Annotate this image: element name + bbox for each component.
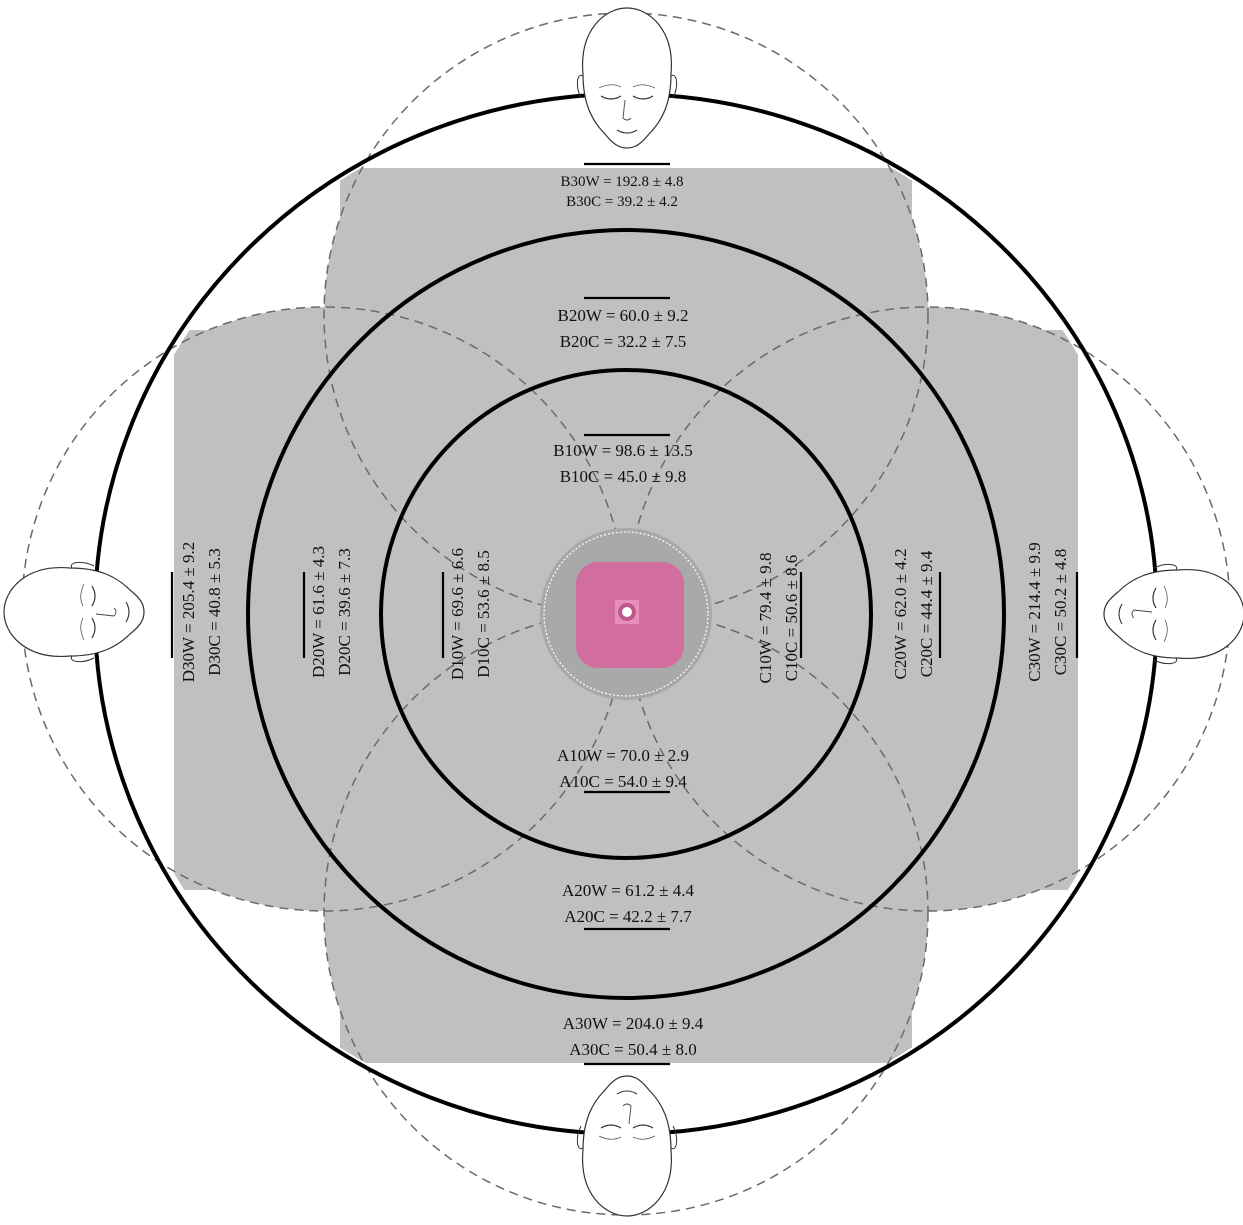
label-b10c: B10C = 45.0 ± 9.8 bbox=[560, 467, 687, 486]
ring-inner bbox=[379, 368, 873, 860]
label-a30c: A30C = 50.4 ± 8.0 bbox=[569, 1040, 697, 1059]
label-c30c: C30C = 50.2 ± 4.8 bbox=[1051, 549, 1070, 676]
label-d20c: D20C = 39.6 ± 7.3 bbox=[335, 548, 354, 676]
label-d30w: D30W = 205.4 ± 9.2 bbox=[179, 542, 198, 682]
label-b10w: B10W = 98.6 ± 13.5 bbox=[553, 441, 693, 460]
label-c10w: C10W = 79.4 ± 9.8 bbox=[756, 553, 775, 684]
label-c30w: C30W = 214.4 ± 9.9 bbox=[1025, 542, 1044, 682]
label-b20c: B20C = 32.2 ± 7.5 bbox=[560, 332, 687, 351]
center-device bbox=[540, 528, 712, 700]
label-a20w: A20W = 61.2 ± 4.4 bbox=[562, 881, 694, 900]
label-d20w: D20W = 61.6 ± 4.3 bbox=[309, 546, 328, 678]
label-a30w: A30W = 204.0 ± 9.4 bbox=[563, 1014, 704, 1033]
ring-middle bbox=[246, 228, 1006, 1000]
label-d10c: D10C = 53.6 ± 8.5 bbox=[474, 550, 493, 678]
label-a10w: A10W = 70.0 ± 2.9 bbox=[557, 746, 689, 765]
label-b20w: B20W = 60.0 ± 9.2 bbox=[558, 306, 689, 325]
label-a10c: A10C = 54.0 ± 9.4 bbox=[559, 772, 687, 791]
label-a20c: A20C = 42.2 ± 7.7 bbox=[564, 907, 692, 926]
label-b30w: B30W = 192.8 ± 4.8 bbox=[560, 174, 683, 190]
label-d30c: D30C = 40.8 ± 5.3 bbox=[205, 548, 224, 676]
overline-marks bbox=[170, 162, 1079, 1066]
label-c20w: C20W = 62.0 ± 4.2 bbox=[891, 549, 910, 680]
label-b30c: B30C = 39.2 ± 4.2 bbox=[566, 194, 678, 210]
label-c10c: C10C = 50.6 ± 8.6 bbox=[782, 555, 801, 682]
label-c20c: C20C = 44.4 ± 9.4 bbox=[917, 550, 936, 677]
label-d10w: D10W = 69.6 ± 6.6 bbox=[448, 548, 467, 680]
